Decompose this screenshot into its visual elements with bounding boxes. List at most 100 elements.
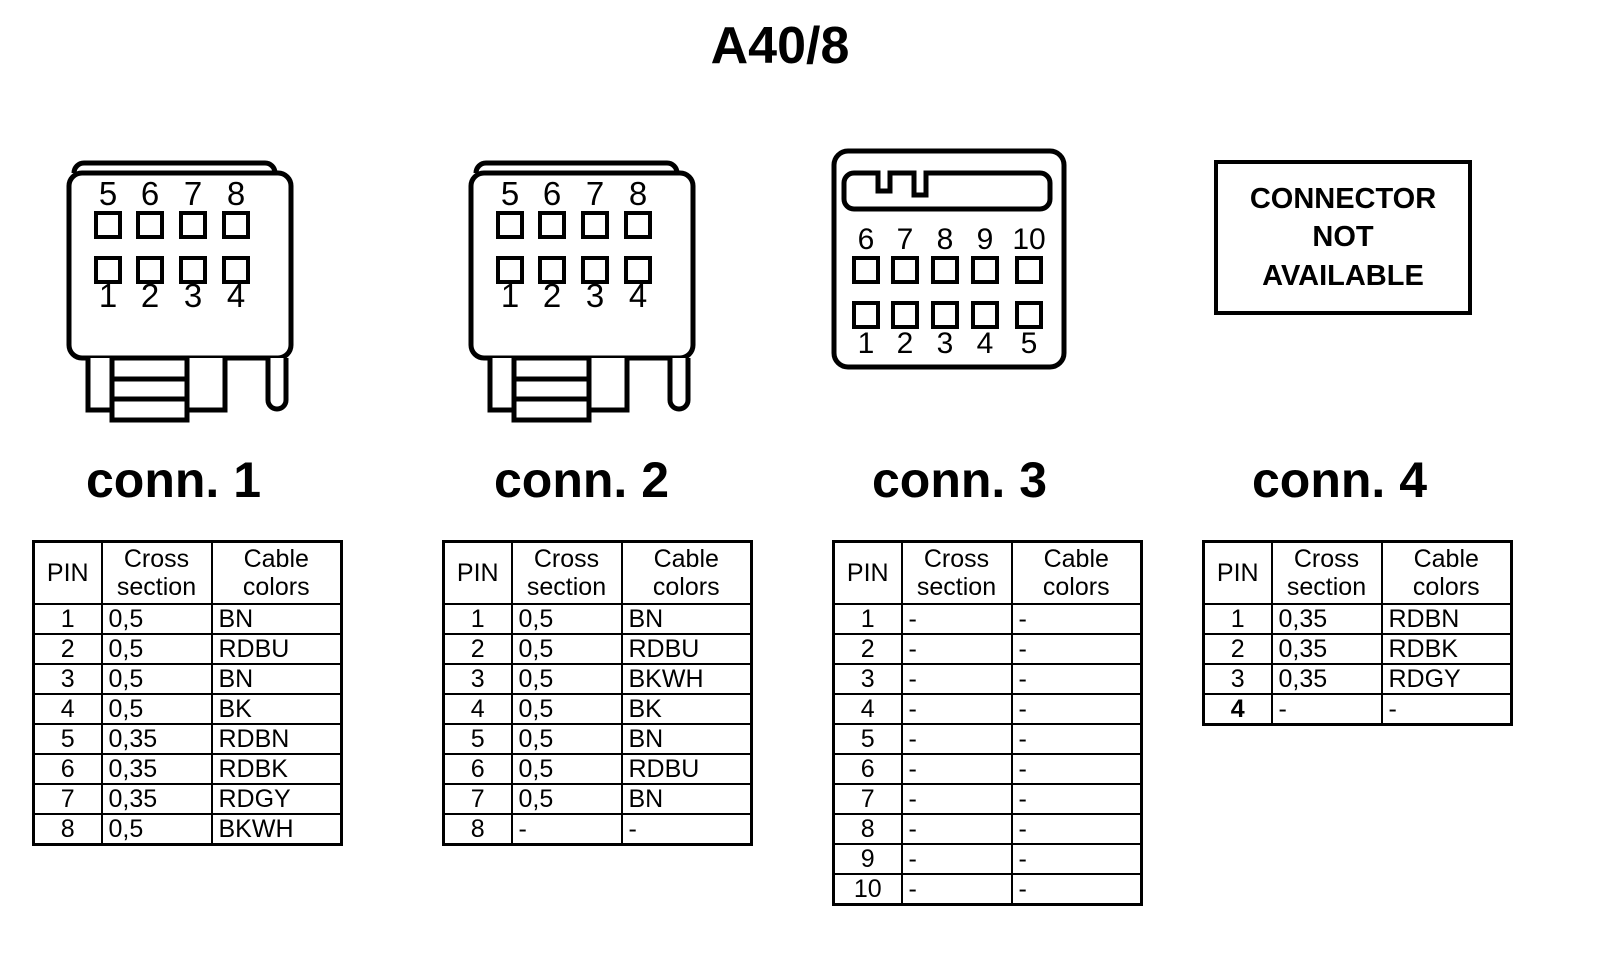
table-row: 6-- [832, 752, 1143, 785]
conn2-pin-label-6: 6 [543, 175, 561, 212]
cell-cable-colors: RDBU [620, 752, 753, 785]
conn2-pin-label-2: 2 [543, 277, 561, 314]
cell-pin: 2 [442, 632, 513, 665]
cell-pin: 6 [832, 752, 903, 785]
conn1-pin-label-1: 1 [99, 277, 117, 314]
cell-cross-section: - [900, 752, 1013, 785]
conn3-pin-label-3: 3 [937, 327, 954, 360]
cell-cable-colors: RDBU [210, 632, 343, 665]
header-cross-section: Cross section [100, 540, 213, 605]
table-row: 8-- [442, 812, 753, 845]
connector-4-label: conn. 4 [1252, 452, 1428, 508]
cell-pin: 1 [442, 602, 513, 635]
cell-cross-section: - [900, 842, 1013, 875]
table-header-row: PIN Cross section Cable colors [1202, 540, 1513, 605]
conn2-pin-label-7: 7 [586, 175, 604, 212]
cell-cross-section: 0,5 [510, 692, 623, 725]
cell-pin: 3 [32, 662, 103, 695]
cell-cross-section: 0,5 [100, 602, 213, 635]
table-row: 4-- [1202, 692, 1513, 725]
cell-cross-section: 0,35 [100, 752, 213, 785]
cell-cable-colors: - [1010, 842, 1143, 875]
cell-pin: 6 [32, 752, 103, 785]
cell-cross-section: 0,35 [1270, 632, 1383, 665]
cell-pin: 3 [832, 662, 903, 695]
cell-cross-section: 0,5 [510, 722, 623, 755]
table-row: 2-- [832, 632, 1143, 665]
cell-cable-colors: RDBN [1380, 602, 1513, 635]
cell-cross-section: - [900, 662, 1013, 695]
pin-table-conn-3: PIN Cross section Cable colors 1--2--3--… [832, 540, 1143, 906]
cell-cross-section: 0,5 [100, 662, 213, 695]
conn3-pin-label-6: 6 [858, 223, 875, 256]
conn3-pin-label-2: 2 [897, 327, 914, 360]
cell-cable-colors: BKWH [210, 812, 343, 845]
connector-not-available-box: CONNECTOR NOT AVAILABLE [1214, 160, 1472, 315]
cell-cross-section: 0,35 [1270, 602, 1383, 635]
cell-cross-section: 0,5 [510, 632, 623, 665]
table-row: 1-- [832, 602, 1143, 635]
cell-cable-colors: BN [620, 722, 753, 755]
conn3-pin-label-10: 10 [1012, 223, 1045, 256]
conn3-pin-label-5: 5 [1021, 327, 1038, 360]
conn1-pin-label-4: 4 [227, 277, 245, 314]
cell-pin: 5 [32, 722, 103, 755]
conn3-pin-label-7: 7 [897, 223, 914, 256]
conn2-pin-label-1: 1 [501, 277, 519, 314]
cell-cross-section: - [510, 812, 623, 845]
cell-cable-colors: - [1010, 872, 1143, 905]
header-cross-section: Cross section [510, 540, 623, 605]
cell-cross-section: 0,5 [510, 752, 623, 785]
cell-cross-section: 0,5 [510, 602, 623, 635]
cell-cross-section: - [900, 722, 1013, 755]
connector-1-label: conn. 1 [86, 452, 262, 508]
cell-cross-section: - [900, 782, 1013, 815]
table-row: 5-- [832, 722, 1143, 755]
cell-cable-colors: BN [620, 602, 753, 635]
connector-3-label: conn. 3 [872, 452, 1048, 508]
table-header-row: PIN Cross section Cable colors [32, 540, 343, 605]
cell-cable-colors: BK [210, 692, 343, 725]
cell-cable-colors: - [1010, 752, 1143, 785]
conn1-pin-label-6: 6 [141, 175, 159, 212]
cell-cable-colors: - [1010, 692, 1143, 725]
cell-cable-colors: RDGY [1380, 662, 1513, 695]
cell-cable-colors: - [620, 812, 753, 845]
header-cable-colors: Cable colors [1380, 540, 1513, 605]
cell-pin: 4 [442, 692, 513, 725]
header-pin: PIN [442, 540, 513, 605]
cell-pin: 9 [832, 842, 903, 875]
cell-cable-colors: BN [210, 602, 343, 635]
cell-cross-section: 0,5 [510, 782, 623, 815]
unavailable-line-3: AVAILABLE [1262, 259, 1424, 292]
table-row: 8-- [832, 812, 1143, 845]
connector-2-drawing: 5 6 7 8 1 2 3 4 [468, 160, 696, 423]
page-title: A40/8 [710, 17, 850, 75]
cell-cross-section: 0,5 [510, 662, 623, 695]
cell-cable-colors: - [1010, 602, 1143, 635]
cell-cross-section: 0,35 [1270, 662, 1383, 695]
cell-cable-colors: - [1010, 812, 1143, 845]
connector-2-label: conn. 2 [494, 452, 670, 508]
cell-pin: 3 [442, 662, 513, 695]
header-pin: PIN [32, 540, 103, 605]
unavailable-line-2: NOT [1312, 221, 1374, 254]
cell-cable-colors: RDBU [620, 632, 753, 665]
cell-cable-colors: - [1380, 692, 1513, 725]
cell-pin: 10 [832, 872, 903, 905]
cell-cross-section: - [900, 632, 1013, 665]
cell-cross-section: - [900, 812, 1013, 845]
header-cross-section: Cross section [1270, 540, 1383, 605]
